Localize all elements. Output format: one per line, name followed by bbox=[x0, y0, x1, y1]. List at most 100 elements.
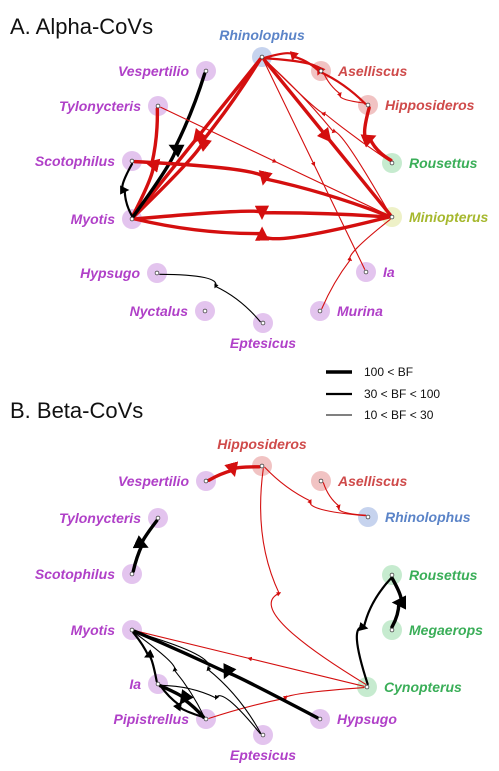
beta-edge-segment-head bbox=[335, 504, 367, 516]
alpha-edge-hipposideros-to-rousettus bbox=[360, 106, 393, 162]
beta-edge-rousettus-to-megaerops bbox=[390, 576, 407, 629]
beta-edge-segment-tail bbox=[160, 684, 217, 699]
beta-node-dot-rhinolophus bbox=[365, 514, 371, 520]
alpha-edge-myotis-to-miniopterus bbox=[133, 205, 391, 221]
beta-node-dot-pipistrellus bbox=[203, 716, 209, 722]
panel-a-node-halos bbox=[122, 47, 402, 333]
alpha-edge-segment-head bbox=[132, 137, 212, 219]
alpha-node-dot-eptesicus bbox=[260, 320, 266, 326]
alpha-edge-rhinolophus-to-myotis bbox=[132, 57, 262, 219]
alpha-node-dot-rousettus bbox=[389, 160, 395, 166]
beta-edge-segment-tail bbox=[207, 668, 262, 734]
alpha-edge-segment-tail bbox=[262, 176, 391, 219]
beta-edge-segment-tail bbox=[264, 466, 311, 502]
beta-edge-segment-tail bbox=[390, 600, 401, 629]
panel-b-node-dots bbox=[129, 463, 395, 738]
alpha-edge-miniopterus-to-rhinolophus bbox=[263, 58, 391, 216]
beta-edge-segment-head bbox=[215, 694, 261, 735]
beta-edge-tylonycteris-to-scotophilus bbox=[131, 519, 159, 573]
alpha-edge-miniopterus-to-murina bbox=[321, 218, 391, 310]
alpha-edge-segment-head bbox=[337, 92, 367, 104]
beta-node-label-hipposideros: Hipposideros bbox=[217, 436, 307, 452]
alpha-edge-myotis-to-tylonycteris bbox=[130, 107, 161, 218]
beta-edge-hypsugo-to-myotis bbox=[133, 629, 319, 720]
alpha-edge-segment-tail bbox=[150, 107, 160, 166]
alpha-edge-segment-tail bbox=[325, 135, 392, 217]
beta-edge-segment-tail bbox=[132, 631, 150, 657]
alpha-node-dot-scotophilus bbox=[129, 158, 135, 164]
beta-edge-segment-tail bbox=[131, 543, 144, 573]
alpha-edge-segment-tail bbox=[322, 72, 341, 95]
alpha-edge-hipposideros-to-aselliscus bbox=[322, 72, 367, 104]
alpha-edge-hypsugo-to-eptesicus bbox=[159, 273, 261, 323]
alpha-edge-segment-tail bbox=[260, 211, 391, 219]
beta-edge-segment-tail bbox=[208, 697, 287, 719]
alpha-edge-segment-tail bbox=[321, 259, 351, 310]
alpha-node-dot-rhinolophus bbox=[259, 54, 265, 60]
beta-edge-segment-head bbox=[307, 498, 366, 517]
beta-edge-segment-tail bbox=[159, 684, 181, 707]
beta-node-dot-myotis bbox=[129, 627, 135, 633]
bayes-factor-legend: 100 < BF 30 < BF < 100 10 < BF < 30 bbox=[326, 365, 440, 422]
panel-a-edges bbox=[120, 51, 393, 323]
beta-edge-segment-head bbox=[158, 684, 194, 705]
beta-node-label-megaerops: Megaerops bbox=[409, 622, 483, 638]
alpha-node-label-vespertilio: Vespertilio bbox=[118, 63, 190, 79]
alpha-edge-rhinolophus-to-aselliscus bbox=[263, 51, 320, 72]
alpha-node-label-miniopterus: Miniopterus bbox=[409, 209, 489, 225]
beta-edge-segment-tail bbox=[207, 468, 235, 482]
alpha-edge-segment-tail bbox=[133, 217, 264, 236]
alpha-node-label-aselliscus: Aselliscus bbox=[337, 63, 407, 79]
beta-node-label-cynopterus: Cynopterus bbox=[384, 679, 462, 695]
beta-node-dot-vespertilio bbox=[203, 478, 209, 484]
alpha-edge-segment-tail bbox=[123, 188, 134, 218]
panel-b-node-halos bbox=[122, 456, 402, 745]
alpha-node-dot-myotis bbox=[129, 216, 135, 222]
alpha-node-label-hypsugo: Hypsugo bbox=[80, 265, 140, 281]
beta-edge-ia-to-pipistrellus bbox=[158, 684, 206, 719]
alpha-node-dot-miniopterus bbox=[389, 214, 395, 220]
beta-node-label-vespertilio: Vespertilio bbox=[118, 473, 190, 489]
alpha-node-label-nyctalus: Nyctalus bbox=[130, 303, 189, 319]
beta-node-label-rousettus: Rousettus bbox=[409, 567, 478, 583]
beta-edge-segment-tail bbox=[134, 630, 251, 660]
alpha-node-dot-vespertilio bbox=[203, 68, 209, 74]
panel-a-network: RhinolophusAselliscusHipposiderosRousett… bbox=[35, 27, 489, 351]
alpha-edge-segment-tail bbox=[292, 55, 320, 72]
alpha-edge-segment-head bbox=[255, 215, 391, 241]
alpha-edge-segment-tail bbox=[200, 57, 262, 144]
alpha-node-dot-hipposideros bbox=[365, 102, 371, 108]
panel-b-network: HipposiderosAselliscusRhinolophusRousett… bbox=[35, 436, 483, 763]
legend-label-medium: 30 < BF < 100 bbox=[364, 387, 440, 401]
beta-edge-cynopterus-to-rousettus bbox=[355, 576, 393, 686]
alpha-edge-segment-tail bbox=[368, 136, 393, 162]
beta-node-dot-eptesicus bbox=[260, 732, 266, 738]
alpha-edge-segment-head bbox=[159, 273, 219, 289]
alpha-edge-tylonycteris-to-miniopterus bbox=[160, 106, 390, 217]
panel-a-node-dots bbox=[129, 54, 395, 326]
alpha-edge-segment-head bbox=[133, 159, 273, 186]
beta-edge-segment-tail bbox=[133, 629, 229, 675]
alpha-edge-scotophilus-to-myotis bbox=[120, 162, 134, 218]
beta-node-label-ia: Ia bbox=[129, 676, 141, 692]
beta-edge-segment-head bbox=[355, 621, 369, 686]
beta-edge-eptesicus-to-ia bbox=[160, 684, 261, 735]
beta-edge-segment-tail bbox=[260, 468, 280, 594]
beta-node-label-tylonycteris: Tylonycteris bbox=[59, 510, 141, 526]
beta-edge-segment-tail bbox=[362, 576, 393, 629]
alpha-node-dot-hypsugo bbox=[154, 270, 160, 276]
beta-node-label-eptesicus: Eptesicus bbox=[230, 747, 296, 763]
beta-edge-cynopterus-to-pipistrellus bbox=[208, 687, 365, 719]
alpha-edge-segment-tail bbox=[214, 285, 261, 323]
beta-edge-hipposideros-to-vespertilio bbox=[207, 461, 261, 482]
alpha-node-dot-tylonycteris bbox=[155, 103, 161, 109]
beta-node-label-hypsugo: Hypsugo bbox=[337, 711, 397, 727]
alpha-edge-segment-tail bbox=[274, 160, 390, 217]
beta-edge-segment-head bbox=[270, 592, 367, 685]
alpha-node-label-rhinolophus: Rhinolophus bbox=[219, 27, 305, 43]
alpha-edge-scotophilus-to-miniopterus bbox=[133, 159, 391, 219]
alpha-edge-segment-head bbox=[160, 106, 278, 163]
alpha-edge-segment-head bbox=[331, 128, 391, 216]
beta-node-dot-cynopterus bbox=[364, 684, 370, 690]
alpha-node-dot-murina bbox=[317, 308, 323, 314]
